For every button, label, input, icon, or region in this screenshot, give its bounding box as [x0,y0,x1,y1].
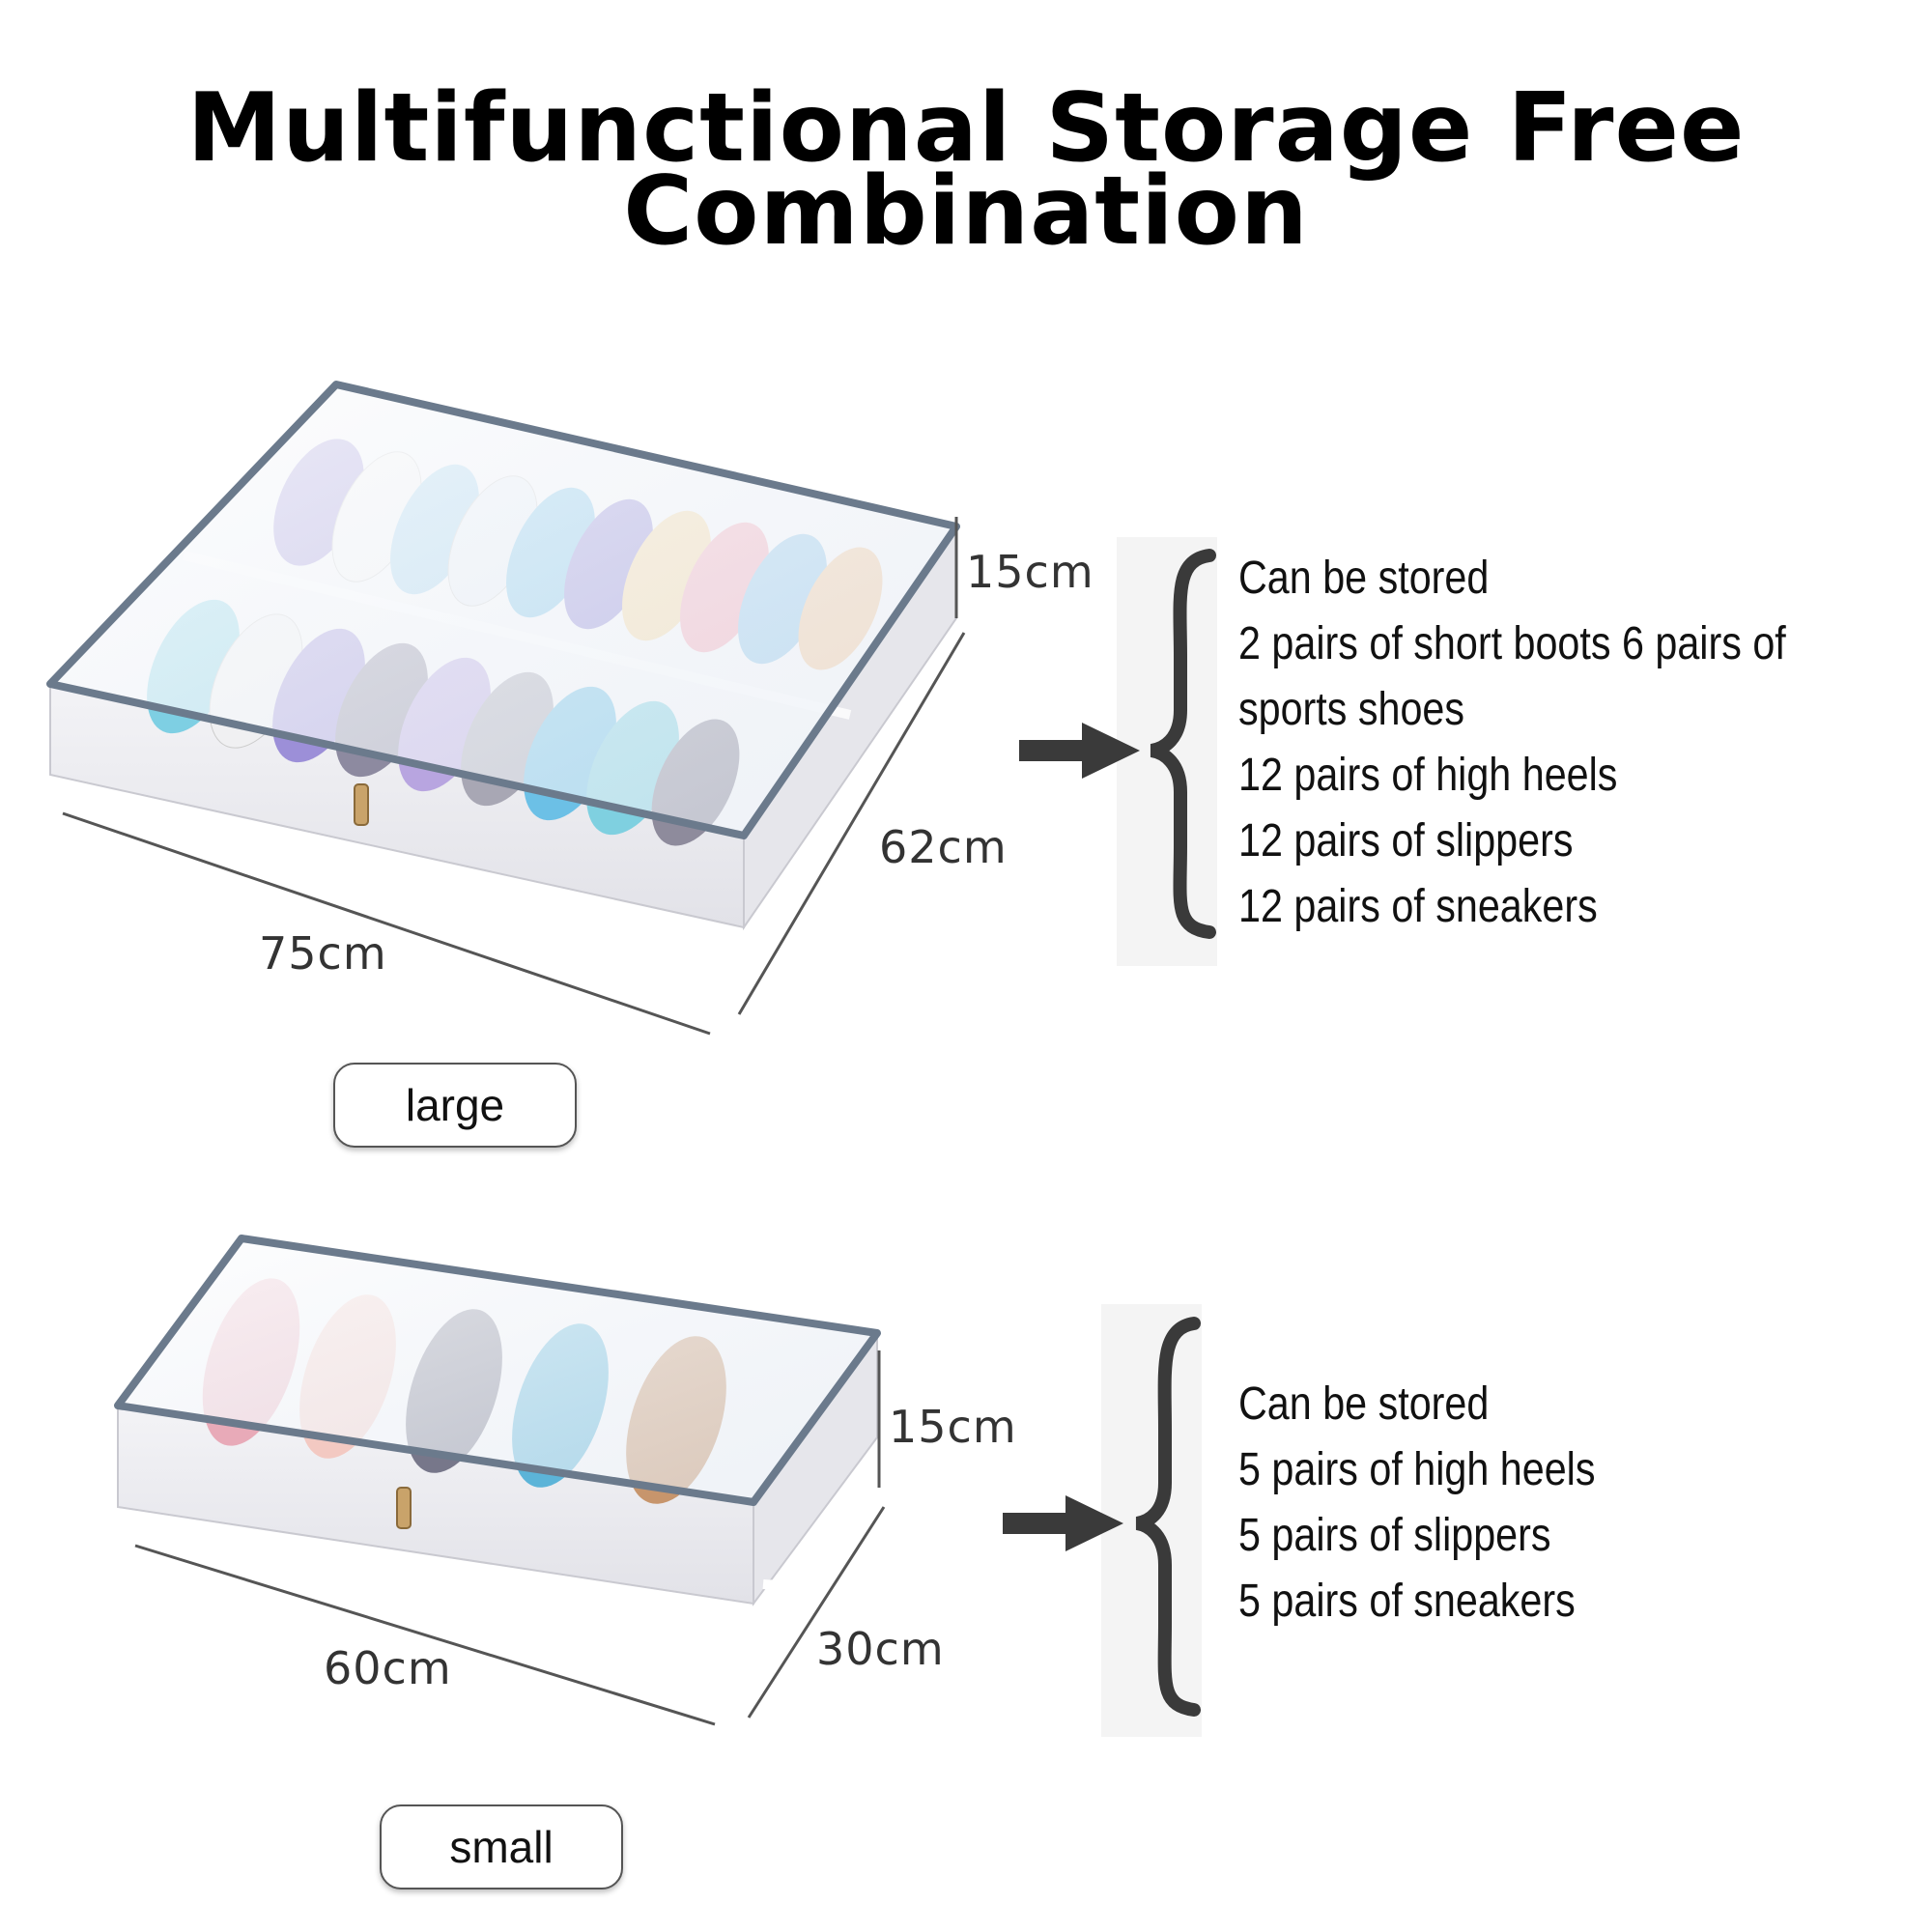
large-box-image [46,381,960,931]
right-arrow-icon [1019,723,1140,779]
size-tag-large: large [333,1063,577,1148]
small-capacity-line: 5 pairs of slippers [1238,1510,1551,1561]
small-capacity-line: Can be stored [1238,1378,1490,1430]
small-capacity-line: 5 pairs of high heels [1238,1444,1596,1495]
large-capacity-line: 12 pairs of slippers [1238,815,1574,867]
title-line-1: Multifunctional Storage Free [186,73,1746,184]
large-height-label: 15cm [966,546,1094,598]
small-box-image [114,1235,881,1607]
small-width-label: 60cm [324,1642,452,1694]
large-capacity-list: Can be stored 2 pairs of short boots 6 p… [1238,546,1875,940]
page-title: Multifunctional Storage Free Combination [0,73,1932,267]
small-capacity-list: Can be stored 5 pairs of high heels 5 pa… [1238,1372,1654,1634]
large-dimension-lines [62,517,966,1036]
size-tag-small: small [380,1804,623,1889]
large-capacity-line: 2 pairs of short boots 6 pairs of [1238,618,1786,669]
left-curly-brace-icon [1135,1317,1201,1717]
large-capacity-line: sports shoes [1238,684,1465,735]
large-capacity-line: 12 pairs of high heels [1238,750,1618,801]
large-capacity-line: 12 pairs of sneakers [1238,881,1598,932]
small-dimension-lines [134,1350,886,1726]
small-capacity-line: 5 pairs of sneakers [1238,1576,1576,1627]
large-capacity-line: Can be stored [1238,553,1490,604]
small-depth-label: 30cm [816,1623,945,1675]
large-width-label: 75cm [259,927,387,980]
left-curly-brace-icon [1150,549,1216,939]
small-height-label: 15cm [889,1401,1017,1453]
large-depth-label: 62cm [879,821,1008,873]
right-arrow-icon [1003,1495,1123,1551]
title-line-2: Combination [623,156,1309,267]
